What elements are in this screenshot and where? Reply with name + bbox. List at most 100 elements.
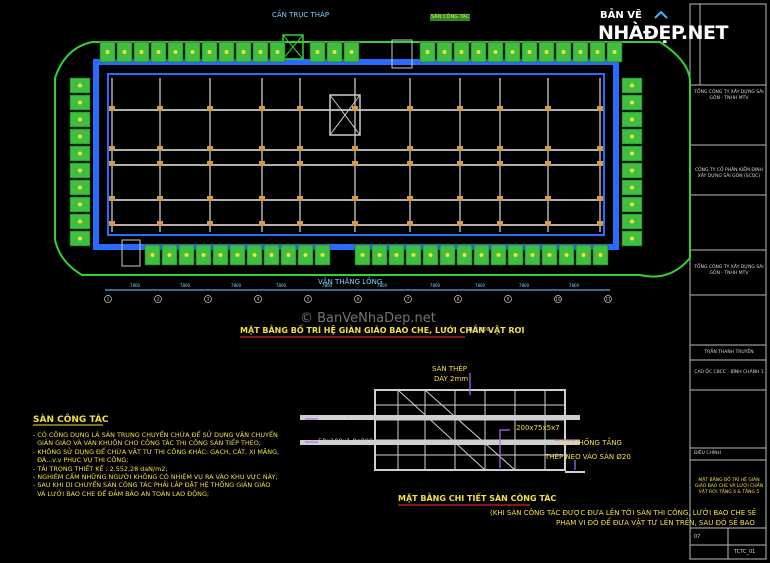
grid-bubble (554, 295, 562, 303)
grid-bubble-label: 9 (507, 297, 510, 302)
grid-bubble (154, 295, 162, 303)
bay-anchor (190, 50, 195, 54)
column-mark (297, 221, 303, 226)
note-line: - TẢI TRỌNG THIẾT KẾ : 2.552,28 daN/m2; (33, 464, 168, 473)
grid-bubble-label: 5 (307, 297, 310, 302)
column-mark (297, 196, 303, 201)
column-mark (157, 196, 163, 201)
bay-anchor (105, 50, 110, 54)
column-mark (352, 106, 358, 111)
grid-bubble-label: 1 (107, 297, 110, 302)
column-mark (297, 161, 303, 166)
scaffold-frame-outer (93, 59, 619, 250)
column-mark (545, 106, 551, 111)
bay-anchor (224, 50, 229, 54)
column-mark (497, 221, 503, 226)
column-mark (545, 161, 551, 166)
bay-anchor (630, 117, 634, 122)
label-tube-2: 50x100x1.8a800 (318, 437, 374, 445)
tb-contractor: TỔNG CÔNG TY XÂY DỰNG SÀI GÒN - TNHH MTV (694, 265, 764, 276)
bay-anchor (459, 50, 464, 54)
bay-anchor (78, 83, 82, 88)
column-mark (109, 106, 115, 111)
column-mark (207, 161, 213, 166)
bay-anchor (445, 253, 450, 257)
column-mark (259, 161, 265, 166)
column-mark (259, 146, 265, 151)
column-mark (157, 146, 163, 151)
label-anchor: THÉP NEO VÀO SÀN Ø20 (545, 453, 631, 461)
bay-anchor (122, 50, 127, 54)
column-mark (545, 221, 551, 226)
bay-anchor (275, 50, 280, 54)
detail-note-2: PHẠM VI ĐÓ ĐỂ ĐƯA VẬT TƯ LÊN TRÊN, SAU Đ… (556, 519, 755, 527)
bay-anchor (78, 219, 82, 224)
column-mark (109, 161, 115, 166)
column-mark (259, 196, 265, 201)
bay-anchor (530, 253, 535, 257)
dimension-text: 7800 (276, 283, 287, 288)
column-mark (157, 161, 163, 166)
bay-anchor (349, 50, 354, 54)
bay-anchor (258, 50, 263, 54)
scaffold-bays (69, 41, 643, 266)
bay-anchor (578, 50, 583, 54)
column-mark (157, 106, 163, 111)
bay-anchor (78, 236, 82, 241)
column-mark (352, 161, 358, 166)
note-line: ĐÁ...v.v PHỤC VỤ THI CÔNG; (33, 456, 129, 465)
bay-anchor (527, 50, 532, 54)
note-line: - NGHIÊM CẤM NHỮNG NGƯỜI KHÔNG CÓ NHIỆM … (33, 473, 278, 482)
bay-anchor (630, 185, 634, 190)
column-mark (352, 146, 358, 151)
bay-anchor (411, 253, 416, 257)
grid-bubble-label: 8 (457, 297, 460, 302)
bay-anchor (269, 253, 274, 257)
tb-drawing-title: MẶT BẰNG BỐ TRÍ HỆ GIÀN GIÁO BAO CHE VÀ … (694, 478, 764, 495)
column-mark (597, 221, 603, 226)
scaffold-outline (54, 41, 691, 278)
dimension-text: 7800 (430, 283, 441, 288)
bay-anchor (425, 50, 430, 54)
bay-anchor (218, 253, 223, 257)
grid-bubble (404, 295, 412, 303)
bay-anchor (139, 50, 144, 54)
column-mark (597, 196, 603, 201)
label-steel-floor: SÀN THÉP (432, 365, 468, 373)
column-mark (407, 146, 413, 151)
column-mark (352, 196, 358, 201)
bay-anchor (320, 253, 325, 257)
column-mark (109, 146, 115, 151)
bay-anchor (173, 50, 178, 54)
label-thickness: DÀY 2mm (434, 375, 469, 383)
bay-anchor (544, 50, 549, 54)
logo-large-text: NHÀĐẸP.NET (598, 22, 728, 44)
tb-owner: TỔNG CÔNG TY XÂY DỰNG SÀI GÒN - TNHH MTV (694, 90, 764, 101)
tb-scale-label: ĐIỀU CHỈNH (694, 451, 721, 456)
bay-anchor (630, 100, 634, 105)
column-grid-lines (111, 78, 601, 232)
dimension-text: 7800 (180, 283, 191, 288)
bay-anchor (630, 236, 634, 241)
dimension-text: 7800 (130, 283, 141, 288)
column-mark (407, 106, 413, 111)
dimension-text: 7800 (377, 283, 388, 288)
bay-anchor (167, 253, 172, 257)
platform-top-label: SÀN CÔNG TÁC (430, 14, 471, 21)
bay-anchor (510, 50, 515, 54)
dimension-text: 7800 (475, 283, 486, 288)
tb-consultant: CÔNG TY CỔ PHẦN KIỂM ĐỊNH XÂY DỰNG SÀI G… (695, 168, 763, 179)
bay-anchor (184, 253, 189, 257)
bay-anchor (78, 100, 82, 105)
grid-bubble (454, 295, 462, 303)
bay-anchor (252, 253, 257, 257)
grid-bubble (204, 295, 212, 303)
detail-note-1: (KHI SÀN CÔNG TÁC ĐƯỢC ĐƯA LÊN TỚI SÀN T… (490, 509, 757, 517)
column-mark (497, 196, 503, 201)
notes-list: - CÓ CÔNG DỤNG LÀ SÀN TRUNG CHUYỂN CHỨA … (33, 431, 333, 498)
column-mark (207, 196, 213, 201)
column-mark (109, 221, 115, 226)
